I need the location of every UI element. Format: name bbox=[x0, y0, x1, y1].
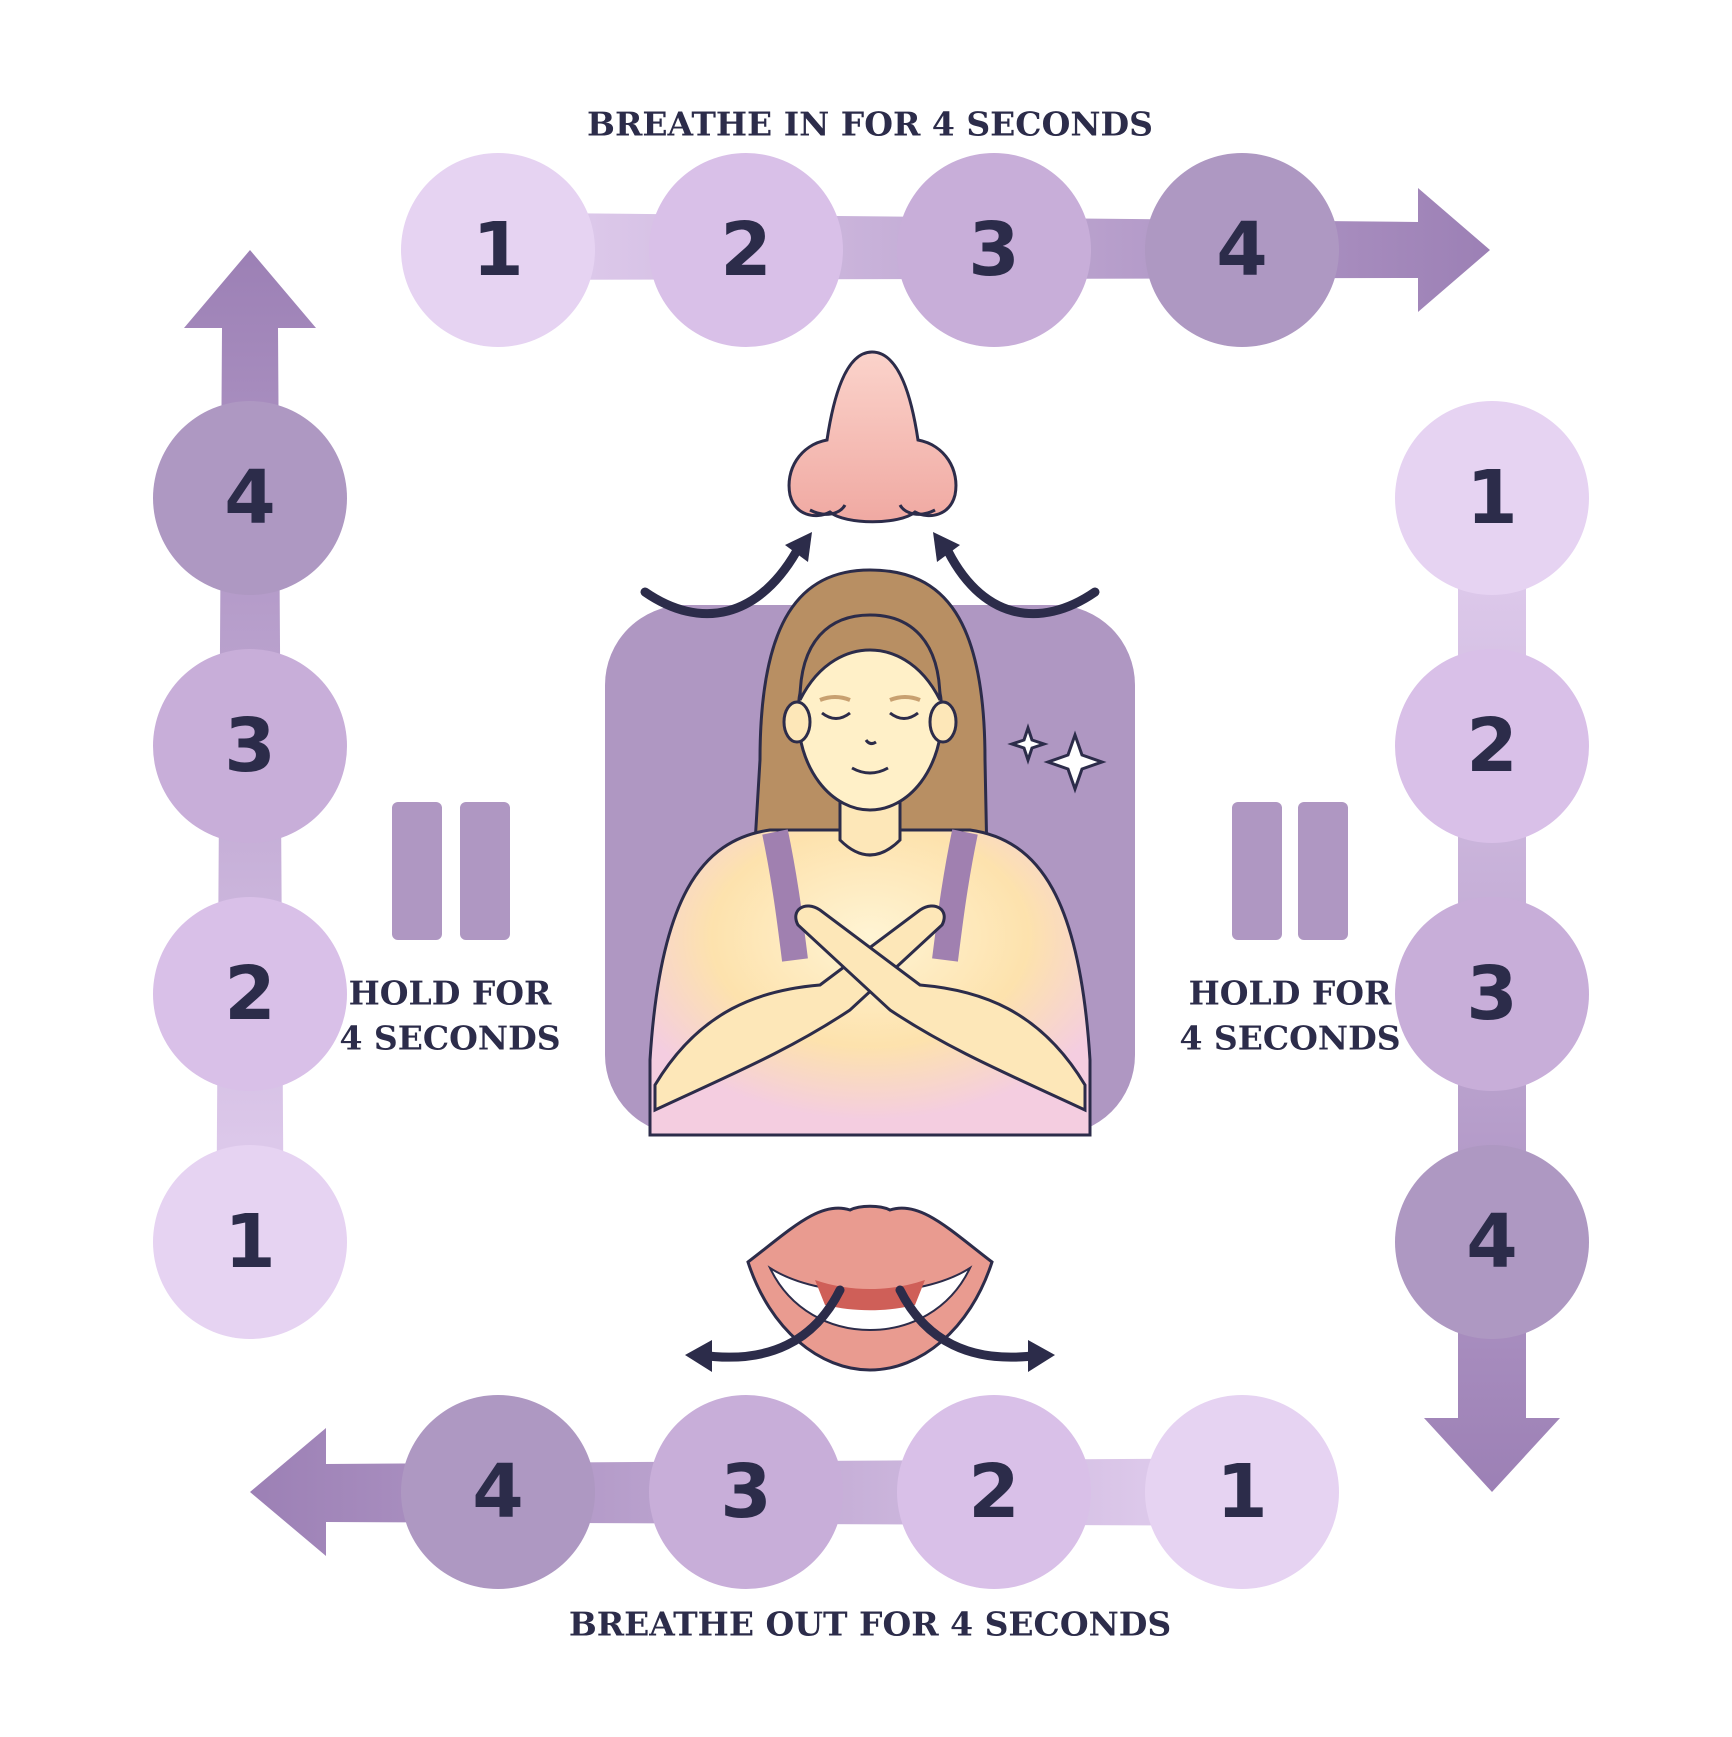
count-label: 4 bbox=[224, 455, 276, 541]
count-label: 3 bbox=[1466, 951, 1518, 1037]
hold-left-column: 1 2 3 4 HOLD FOR 4 SECONDS bbox=[153, 250, 561, 1339]
count-label: 1 bbox=[224, 1199, 276, 1285]
center-panel bbox=[605, 568, 1135, 1137]
count-label: 1 bbox=[1466, 455, 1518, 541]
count-label: 2 bbox=[968, 1449, 1020, 1535]
hold-right-label-line1: HOLD FOR bbox=[1189, 974, 1392, 1013]
hold-left-count-4: 4 bbox=[153, 401, 347, 595]
pause-icon bbox=[392, 802, 510, 940]
hold-left-count-1: 1 bbox=[153, 1145, 347, 1339]
exhale-row: 1 2 3 4 BREATHE OUT FOR 4 SECONDS bbox=[250, 1395, 1339, 1644]
count-label: 3 bbox=[224, 703, 276, 789]
count-label: 1 bbox=[472, 207, 524, 293]
sparkle-icon bbox=[1007, 723, 1107, 794]
hold-right-count-3: 3 bbox=[1395, 897, 1589, 1091]
count-label: 4 bbox=[1466, 1199, 1518, 1285]
hold-right-count-2: 2 bbox=[1395, 649, 1589, 843]
hold-left-label-line2: 4 SECONDS bbox=[339, 1019, 560, 1058]
inhale-count-2: 2 bbox=[649, 153, 843, 347]
count-label: 3 bbox=[720, 1449, 772, 1535]
nose-icon bbox=[787, 350, 958, 524]
count-label: 3 bbox=[968, 207, 1020, 293]
inhale-airflow-icon bbox=[640, 532, 1100, 618]
count-label: 4 bbox=[472, 1449, 524, 1535]
hold-right-count-1: 1 bbox=[1395, 401, 1589, 595]
count-label: 4 bbox=[1216, 207, 1268, 293]
person-illustration bbox=[648, 568, 1092, 1137]
pause-icon bbox=[1232, 802, 1348, 940]
hold-left-count-3: 3 bbox=[153, 649, 347, 843]
inhale-count-1: 1 bbox=[401, 153, 595, 347]
exhale-count-4: 4 bbox=[401, 1395, 595, 1589]
count-label: 1 bbox=[1216, 1449, 1268, 1535]
inhale-count-3: 3 bbox=[897, 153, 1091, 347]
exhale-count-3: 3 bbox=[649, 1395, 843, 1589]
hold-right-count-4: 4 bbox=[1395, 1145, 1589, 1339]
hold-right-label-line2: 4 SECONDS bbox=[1179, 1019, 1400, 1058]
hold-right-column: 1 2 3 4 HOLD FOR 4 SECONDS bbox=[1179, 401, 1589, 1492]
exhale-airflow-icon bbox=[685, 1285, 1055, 1372]
inhale-row: 1 2 3 4 BREATHE IN FOR 4 SECONDS bbox=[401, 105, 1490, 347]
exhale-count-2: 2 bbox=[897, 1395, 1091, 1589]
count-label: 2 bbox=[1466, 703, 1518, 789]
exhale-label: BREATHE OUT FOR 4 SECONDS bbox=[569, 1605, 1171, 1644]
inhale-count-4: 4 bbox=[1145, 153, 1339, 347]
count-label: 2 bbox=[224, 951, 276, 1037]
exhale-count-1: 1 bbox=[1145, 1395, 1339, 1589]
inhale-label: BREATHE IN FOR 4 SECONDS bbox=[587, 105, 1153, 144]
hold-left-count-2: 2 bbox=[153, 897, 347, 1091]
count-label: 2 bbox=[720, 207, 772, 293]
hold-left-label-line1: HOLD FOR bbox=[349, 974, 552, 1013]
